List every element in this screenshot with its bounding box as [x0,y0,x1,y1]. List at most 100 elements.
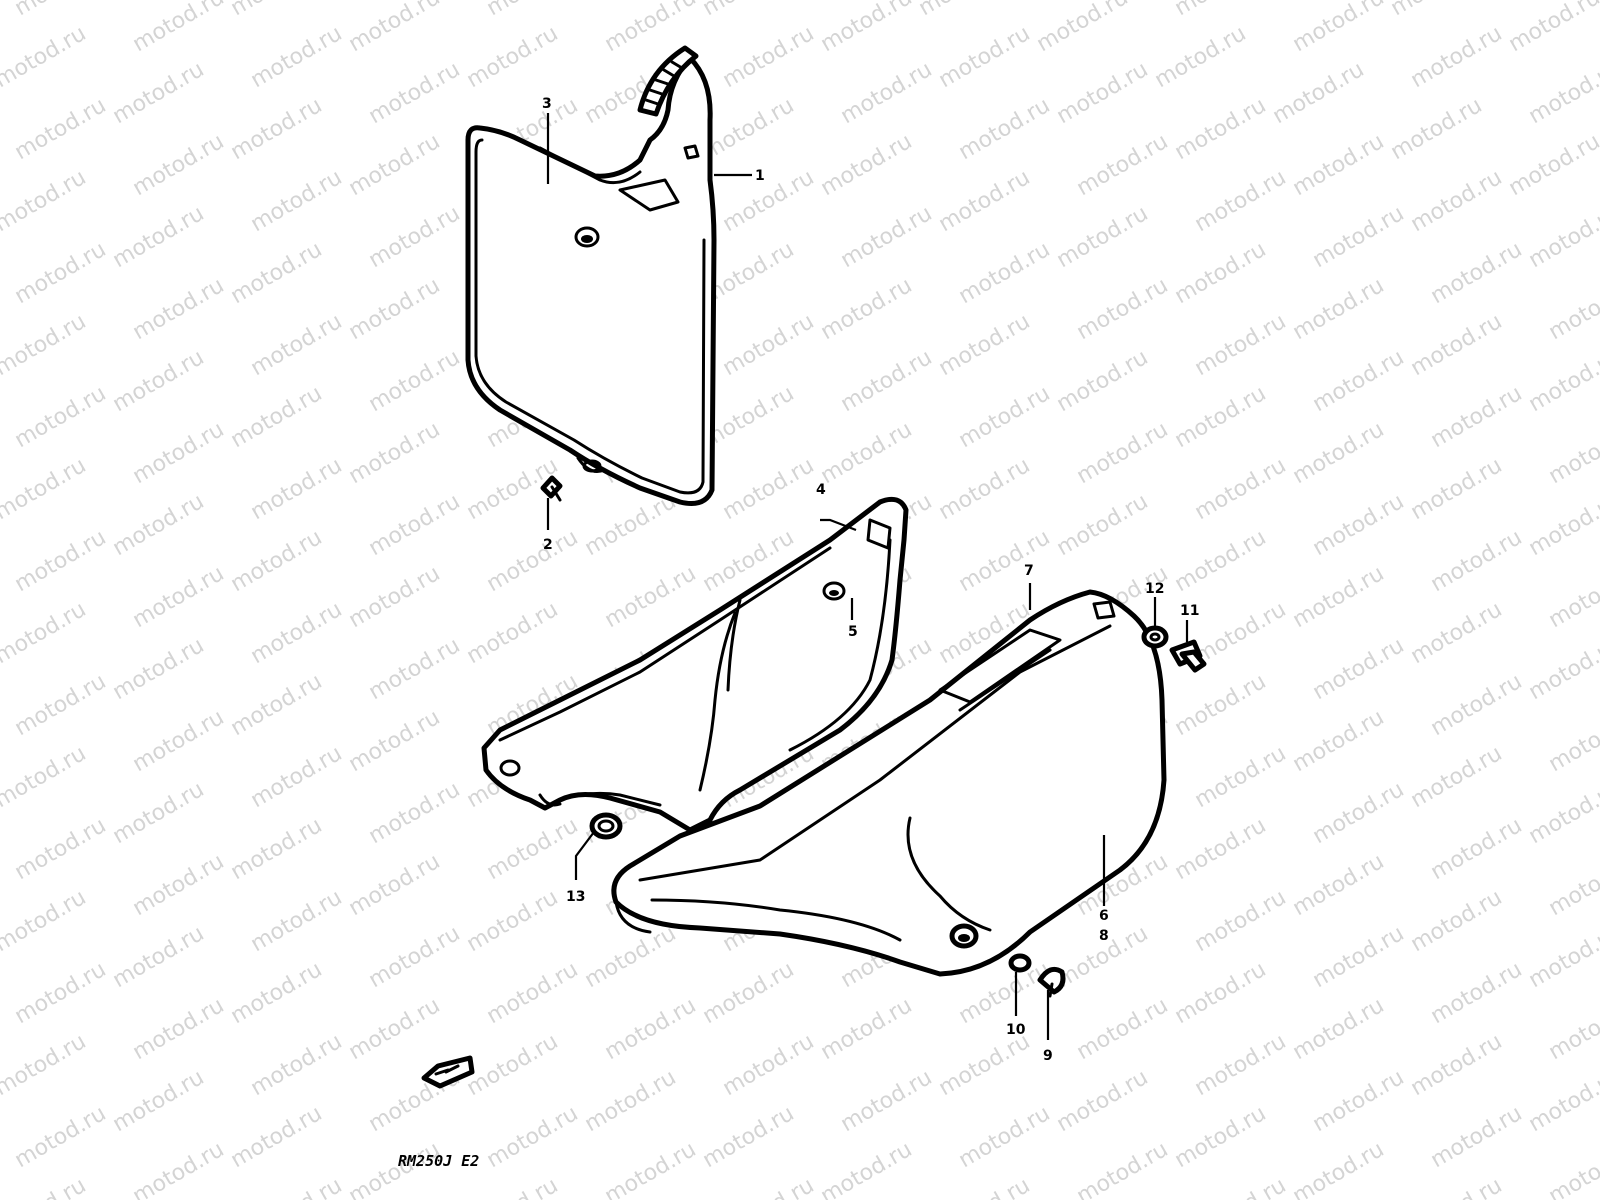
watermark-text: motod.ru [345,129,445,201]
callout-11: 11 [1180,603,1199,619]
watermark-text: motod.ru [345,417,445,489]
watermark-text: motod.ru [1545,1137,1600,1200]
watermark-text: motod.ru [1053,57,1153,129]
watermark-text: motod.ru [365,201,465,273]
watermark-text: motod.ru [1525,777,1600,849]
watermark-text: motod.ru [581,489,681,561]
watermark-text: motod.ru [1073,129,1173,201]
watermark-text: motod.ru [365,57,465,129]
watermark-text: motod.ru [1407,597,1507,669]
watermark-text: motod.ru [1427,381,1527,453]
watermark-text: motod.ru [1545,273,1600,345]
watermark-text: motod.ru [1053,489,1153,561]
watermark-text: motod.ru [345,0,445,57]
watermark-text: motod.ru [109,201,209,273]
watermark-text: motod.ru [365,777,465,849]
cover-washer [1008,953,1032,973]
watermark-text: motod.ru [699,1101,799,1173]
watermark-text: motod.ru [1289,417,1389,489]
watermark-text: motod.ru [483,957,583,1029]
watermark-text: motod.ru [719,309,819,381]
watermark-text: motod.ru [1407,885,1507,957]
watermark-text: motod.ru [837,345,937,417]
watermark-text: motod.ru [0,309,90,381]
watermark-text: motod.ru [1505,0,1600,57]
watermark-text: motod.ru [935,1173,1035,1200]
watermark-text: motod.ru [601,1137,701,1200]
watermark-text: motod.ru [129,993,229,1065]
watermark-text: motod.ru [601,993,701,1065]
watermark-text: motod.ru [247,741,347,813]
watermark-text: motod.ru [837,201,937,273]
watermark-text: motod.ru [1525,489,1600,561]
watermark-text: motod.ru [0,597,90,669]
watermark-text: motod.ru [955,381,1055,453]
watermark-text: motod.ru [1407,741,1507,813]
watermark-text: motod.ru [1525,57,1600,129]
watermark-text: motod.ru [581,1065,681,1137]
watermark-text: motod.ru [109,57,209,129]
watermark-text: motod.ru [1387,0,1487,21]
watermark-text: motod.ru [837,57,937,129]
watermark-text: motod.ru [483,0,583,21]
watermark-text: motod.ru [1073,1137,1173,1200]
watermark-text: motod.ru [129,129,229,201]
watermark-text: motod.ru [955,1101,1055,1173]
watermark-text: motod.ru [129,705,229,777]
watermark-text: motod.ru [1171,957,1271,1029]
watermark-text: motod.ru [1171,525,1271,597]
watermark-text: motod.ru [1427,237,1527,309]
watermark-text: motod.ru [463,1029,563,1101]
watermark-text: motod.ru [1427,525,1527,597]
callout-1: 1 [755,168,765,184]
watermark-text: motod.ru [817,993,917,1065]
watermark-text: motod.ru [1053,345,1153,417]
watermark-text: motod.ru [483,813,583,885]
watermark-text: motod.ru [227,0,327,21]
watermark-text: motod.ru [1171,93,1271,165]
watermark-text: motod.ru [11,381,111,453]
watermark-text: motod.ru [0,21,90,93]
watermark-text: motod.ru [1309,633,1409,705]
watermark-text: motod.ru [1191,309,1291,381]
left-frame-cover [481,496,909,833]
watermark-text: motod.ru [1073,417,1173,489]
watermark-text: motod.ru [129,0,229,57]
plate-screw [540,475,563,502]
watermark-text: motod.ru [1525,921,1600,993]
watermark-text: motod.ru [837,1065,937,1137]
watermark-text: motod.ru [1309,345,1409,417]
watermark-text: motod.ru [1191,1173,1291,1200]
watermark-text: motod.ru [1407,453,1507,525]
watermark-text: motod.ru [109,1065,209,1137]
watermark-text: motod.ru [11,1101,111,1173]
watermark-text: motod.ru [1289,993,1389,1065]
watermark-text: motod.ru [483,525,583,597]
watermark-text: motod.ru [1191,741,1291,813]
watermark-text: motod.ru [719,21,819,93]
cover-grommet [822,581,846,601]
watermark-text: motod.ru [699,93,799,165]
watermark-text: motod.ru [935,21,1035,93]
watermark-text: motod.ru [227,525,327,597]
callout-9: 9 [1043,1048,1053,1064]
watermark-text: motod.ru [601,561,701,633]
watermark-text: motod.ru [11,237,111,309]
watermark-text: motod.ru [1525,345,1600,417]
watermark-text: motod.ru [955,237,1055,309]
watermark-text: motod.ru [1289,0,1389,57]
watermark-text: motod.ru [11,669,111,741]
watermark-text: motod.ru [935,1029,1035,1101]
watermark-text: motod.ru [1289,129,1389,201]
callout-3: 3 [542,96,552,112]
watermark-text: motod.ru [817,417,917,489]
watermark-text: motod.ru [699,0,799,21]
watermark-text: motod.ru [227,957,327,1029]
watermark-text: motod.ru [1073,273,1173,345]
watermark-text: motod.ru [227,381,327,453]
watermark-text: motod.ru [247,21,347,93]
watermark-text: motod.ru [463,21,563,93]
upper-bolt [1169,639,1207,673]
watermark-text: motod.ru [0,165,90,237]
watermark-text: motod.ru [1191,597,1291,669]
